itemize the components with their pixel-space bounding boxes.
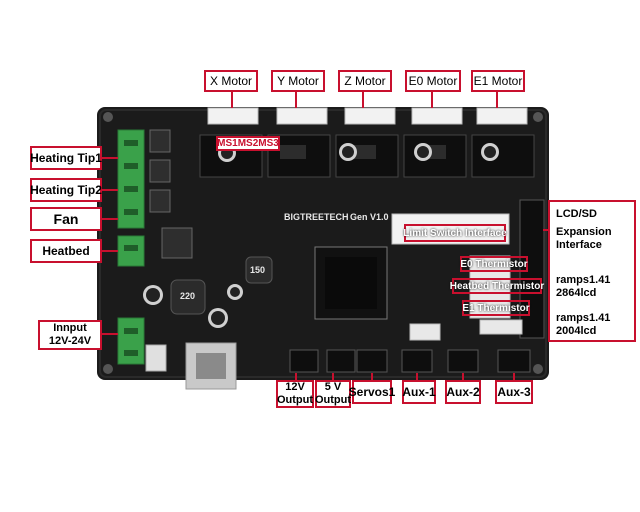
ramps-2004-label-1: ramps1.41 [556, 312, 611, 324]
y-motor-connector [276, 107, 328, 125]
exp-headers [519, 199, 545, 339]
expansion-label-2: Interface [556, 239, 602, 251]
12v-output-line2: Output [276, 394, 314, 406]
5v-output-label: 5 V Output [315, 380, 351, 408]
e1-motor-connector [476, 107, 528, 125]
e1-motor-label: E1 Motor [471, 70, 525, 92]
aux2-label: Aux-2 [445, 380, 481, 404]
expansion-label-1: Expansion [556, 226, 612, 238]
heatbed-thermistor-label: Heatbed Thermistor [450, 278, 544, 294]
input-label-line2: 12V-24V [48, 335, 92, 347]
fan-label: Fan [30, 207, 102, 231]
z-motor-connector [344, 107, 396, 125]
aux3-label: Aux-3 [495, 380, 533, 404]
input-label: Innput 12V-24V [38, 320, 102, 350]
ramps-2004-label-2: 2004lcd [556, 325, 597, 337]
inductor-220 [170, 279, 206, 315]
inductor-silk: 220 [180, 291, 196, 301]
heatbed-label: Heatbed [30, 239, 102, 263]
ramps-2864-label-1: ramps1.41 [556, 274, 611, 286]
heating-tip1-label: Heating Tip1 [30, 146, 102, 170]
inductor-150 [245, 256, 273, 284]
e0-motor-label: E0 Motor [405, 70, 461, 92]
5v-output-line2: Output [314, 394, 352, 406]
mounting-hole [103, 112, 113, 122]
heating-tip2-label: Heating Tip2 [30, 178, 102, 202]
power-terminal [117, 317, 145, 365]
servos-label: Servos1 [349, 380, 395, 404]
lcd-sd-label: LCD/SD [556, 208, 597, 220]
z-motor-label: Z Motor [338, 70, 392, 92]
limit-switch-connectors [391, 213, 510, 245]
12v-output-line1: 12V [285, 381, 305, 393]
aux1-label: Aux-1 [402, 380, 436, 404]
12v-output-label: 12V Output [276, 380, 314, 408]
mounting-hole [103, 364, 113, 374]
y-motor-label: Y Motor [271, 70, 325, 92]
limit-switch-label: Limit Switch Interface [403, 224, 507, 242]
e1-thermistor-label: E1 Thermistor [462, 300, 530, 316]
x-motor-connector [207, 107, 259, 125]
mounting-hole [533, 364, 543, 374]
x-motor-label: X Motor [204, 70, 258, 92]
mounting-hole [533, 112, 543, 122]
version-silk: Gen V1.0 [350, 212, 389, 222]
e0-motor-connector [411, 107, 463, 125]
ramps-2864-label-2: 2864lcd [556, 287, 597, 299]
brand-silk: BIGTREETECH [284, 212, 349, 222]
ms-pins-label: MS1MS2MS3 [216, 136, 280, 151]
inductor-silk-2: 150 [250, 265, 266, 275]
e0-thermistor-label: E0 Thermistor [460, 256, 528, 272]
input-label-line1: Innput [53, 322, 87, 334]
right-panel: LCD/SD Expansion Interface ramps1.41 286… [548, 200, 636, 342]
usb-port [185, 342, 237, 390]
5v-output-line1: 5 V [324, 381, 342, 393]
